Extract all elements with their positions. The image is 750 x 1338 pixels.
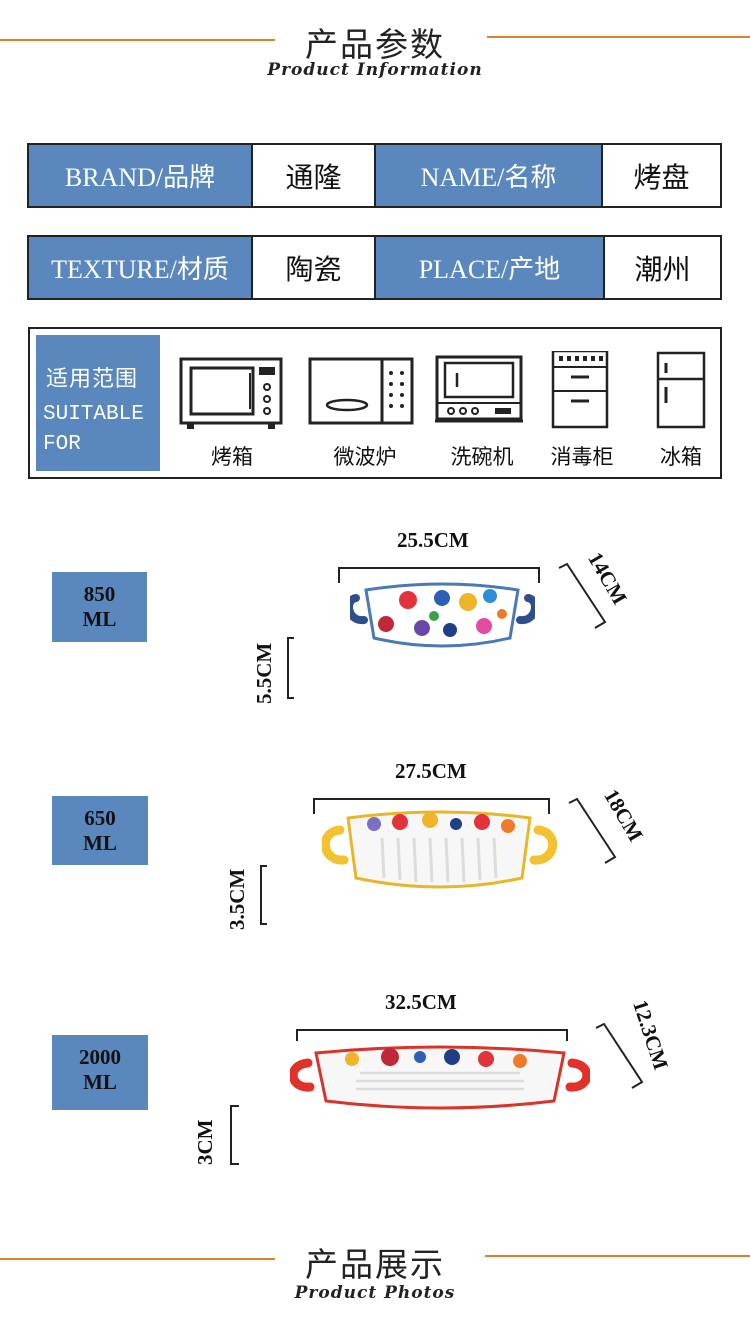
disinfection-cabinet-icon	[551, 351, 609, 429]
footer-divider-left	[0, 1258, 275, 1260]
capacity-number: 2000	[79, 1045, 121, 1069]
param-row-brand-name: BRAND/品牌 通隆 NAME/名称 烤盘	[27, 143, 722, 208]
suitable-for-panel: 适用范围 SUITABLE FOR 烤箱 微波炉	[28, 327, 722, 479]
dim-height-bracket	[287, 637, 294, 699]
header-divider-right	[487, 36, 750, 38]
texture-label: TEXTURE/材质	[29, 237, 251, 298]
microwave-icon	[308, 357, 414, 425]
page-subtitle: Product Information	[267, 60, 483, 80]
header-divider-left	[0, 39, 275, 41]
page-title: 产品参数	[305, 25, 445, 64]
param-row-texture-place: TEXTURE/材质 陶瓷 PLACE/产地 潮州	[27, 235, 722, 300]
section-subtitle: Product Photos	[294, 1283, 456, 1303]
name-label: NAME/名称	[376, 145, 601, 206]
appliance-microwave: 微波炉	[307, 329, 417, 479]
suitable-label-cn: 适用范围	[46, 367, 139, 392]
dim-length-bracket	[338, 567, 540, 583]
appliance-dishwasher: 洗碗机	[427, 329, 537, 479]
product-photo-2000	[290, 1045, 590, 1110]
texture-value: 陶瓷	[251, 237, 376, 298]
fridge-icon	[656, 351, 706, 429]
appliance-microwave-label: 微波炉	[333, 445, 397, 469]
suitable-for-label: 适用范围 SUITABLE FOR	[36, 335, 160, 471]
dim-length-bracket	[296, 1029, 568, 1041]
dim-length: 25.5CM	[397, 528, 469, 552]
appliance-disinfection-cabinet-label: 消毒柜	[550, 445, 614, 469]
appliance-dishwasher-label: 洗碗机	[450, 445, 514, 469]
dim-length: 27.5CM	[395, 759, 467, 783]
capacity-number: 650	[84, 806, 116, 830]
appliance-oven: 烤箱	[177, 329, 287, 479]
dim-width-bracket	[558, 562, 607, 629]
dim-length-bracket	[313, 798, 550, 814]
place-value: 潮州	[603, 237, 720, 298]
dishwasher-icon	[435, 355, 523, 423]
brand-label: BRAND/品牌	[29, 145, 251, 206]
dim-height-bracket	[260, 865, 267, 925]
capacity-badge-650: 650 ML	[52, 796, 148, 865]
brand-value: 通隆	[251, 145, 376, 206]
place-label: PLACE/产地	[376, 237, 603, 298]
footer-divider-right	[485, 1255, 750, 1257]
appliance-disinfection-cabinet: 消毒柜	[527, 329, 637, 479]
name-value: 烤盘	[601, 145, 720, 206]
capacity-badge-850: 850 ML	[52, 572, 147, 642]
capacity-badge-2000: 2000 ML	[52, 1035, 148, 1110]
dim-width-bracket	[595, 1022, 644, 1089]
appliance-oven-label: 烤箱	[211, 445, 253, 469]
dim-height-bracket	[230, 1105, 239, 1165]
dim-width-bracket	[568, 797, 617, 864]
capacity-unit: ML	[83, 831, 117, 855]
oven-icon	[179, 357, 283, 429]
appliance-fridge: 冰箱	[628, 329, 738, 479]
capacity-unit: ML	[83, 1070, 117, 1094]
capacity-unit: ML	[82, 607, 117, 631]
capacity-number: 850	[83, 582, 116, 606]
appliance-fridge-label: 冰箱	[660, 445, 702, 469]
dim-height: 5.5CM	[252, 642, 276, 704]
dim-length: 32.5CM	[385, 990, 457, 1014]
suitable-label-en-1: SUITABLE	[43, 403, 144, 426]
product-photo-650	[322, 810, 557, 889]
dim-height: 3CM	[193, 1119, 217, 1166]
product-photo-850	[350, 582, 535, 648]
section-title: 产品展示	[305, 1245, 445, 1284]
dim-height: 3.5CM	[225, 868, 249, 930]
suitable-label-en-2: FOR	[43, 433, 81, 456]
